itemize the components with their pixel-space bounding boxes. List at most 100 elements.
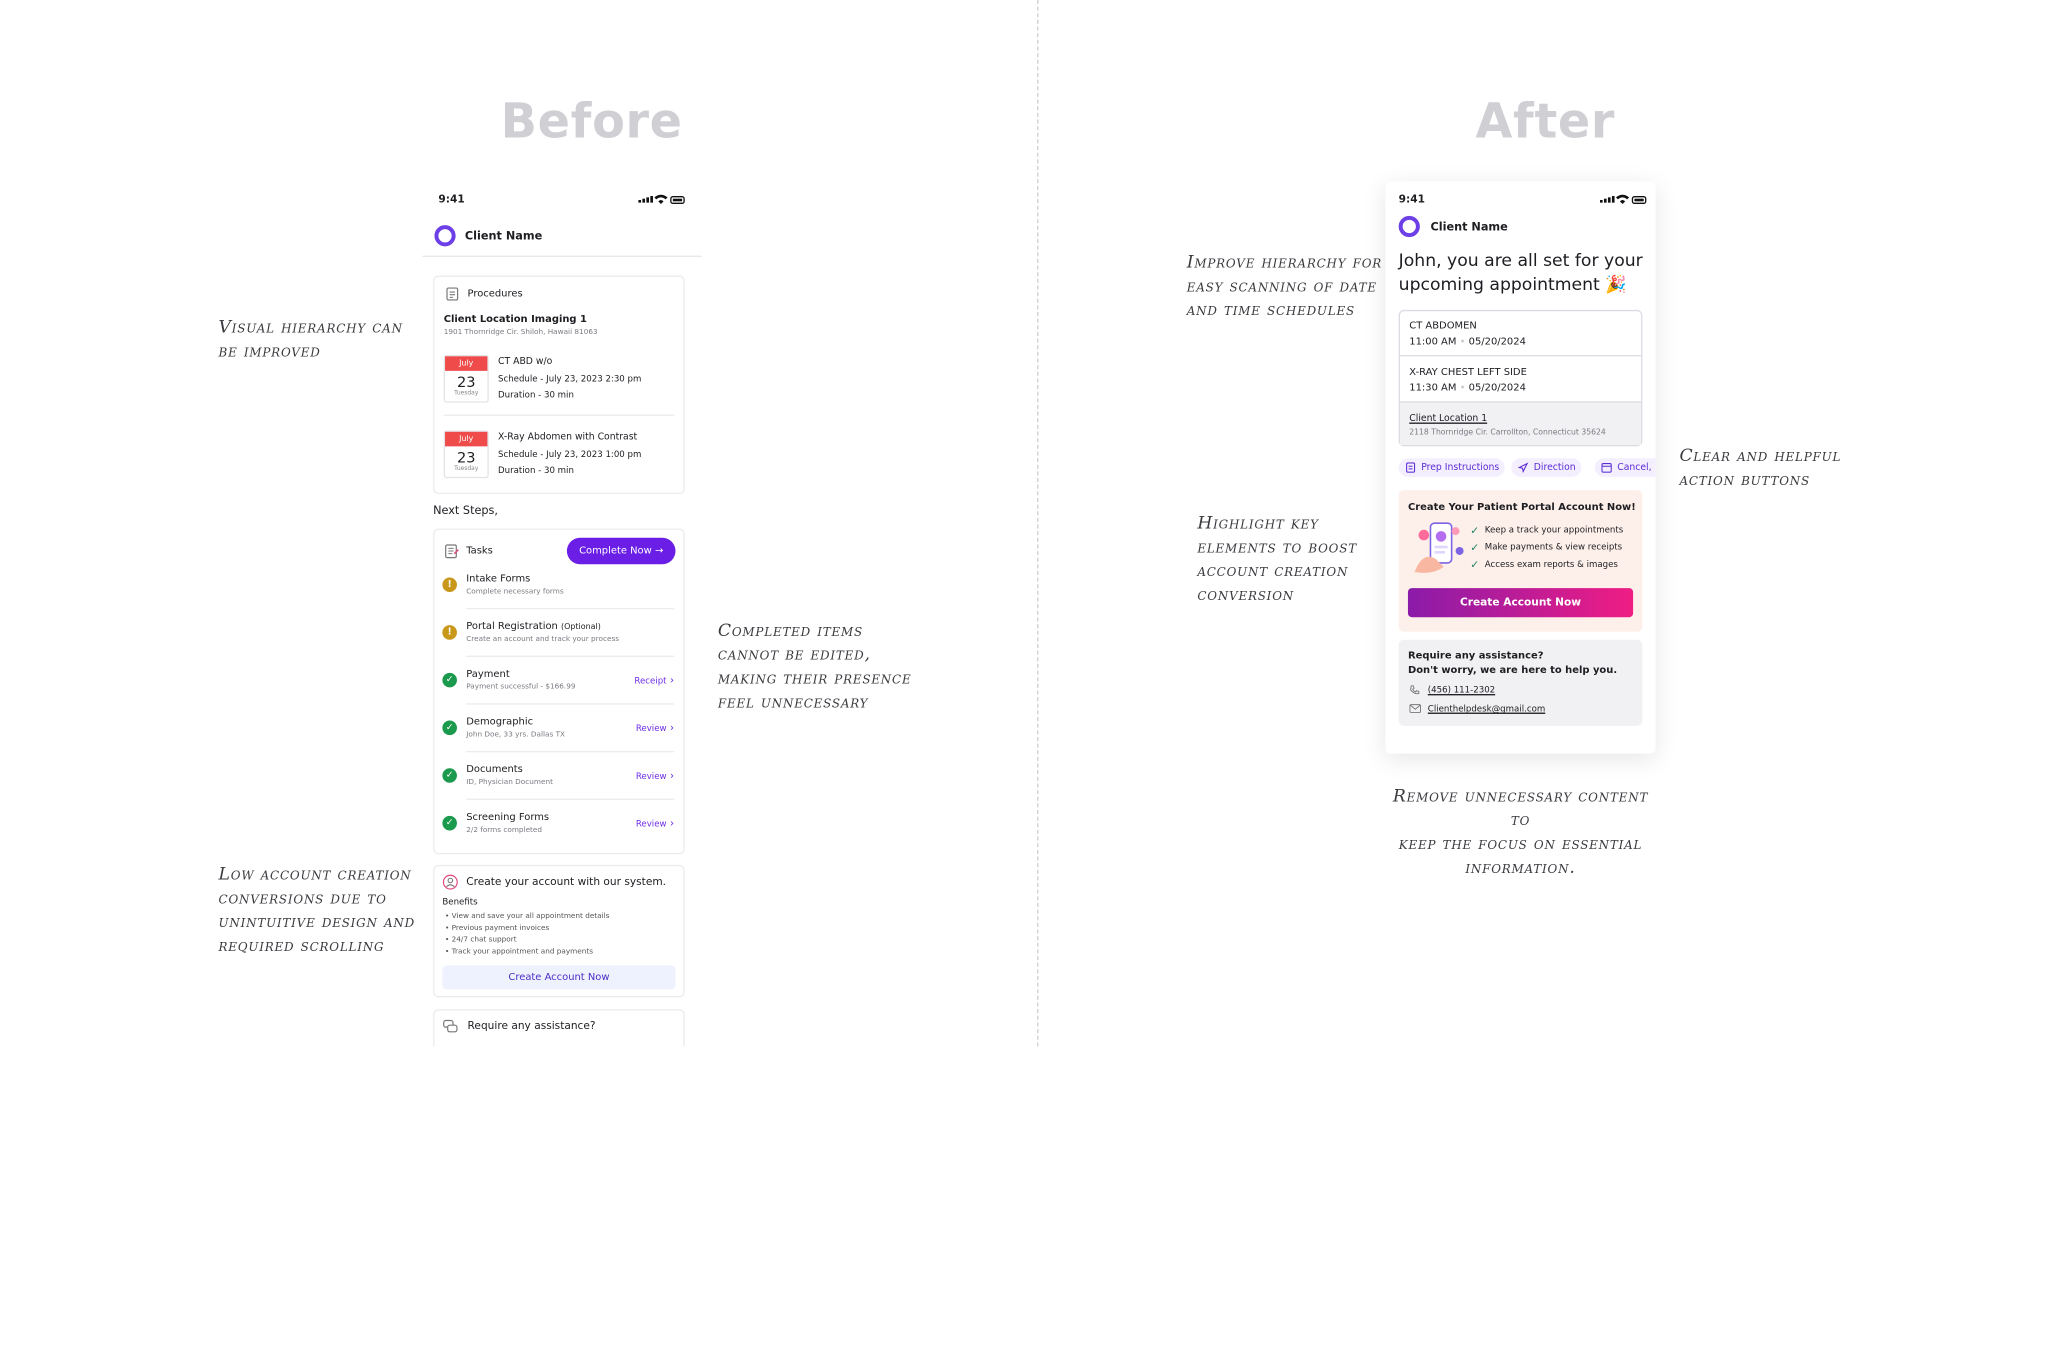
create-account-card: Create your account with our system. Ben… xyxy=(433,864,685,998)
tasks-title: Tasks xyxy=(466,544,493,557)
client-name: Client Name xyxy=(464,230,543,244)
calendar-date-icon: July 23 Tuesday xyxy=(443,430,489,479)
signal-icon xyxy=(1599,196,1615,203)
procedure-address: 1901 Thornridge Cir. Shiloh, Hawaii 8106… xyxy=(443,328,598,337)
task-list-icon xyxy=(445,544,459,559)
procedures-title: Procedures xyxy=(467,287,523,300)
task-review-link[interactable]: Review › xyxy=(635,721,675,734)
section-divider xyxy=(1037,0,1039,1047)
portal-benefit: Access exam reports & images xyxy=(1484,558,1618,570)
navigation-icon xyxy=(1517,462,1529,473)
task-subtitle: Complete necessary forms xyxy=(466,588,564,597)
task-subtitle: 2/2 forms completed xyxy=(466,826,543,835)
next-steps-label: Next Steps, xyxy=(433,504,499,518)
location-section: Client Location 1 2118 Thornridge Cir. C… xyxy=(1399,401,1642,446)
help-phone-link[interactable]: (456) 111-2302 xyxy=(1427,684,1496,696)
status-bar: 9:41 xyxy=(423,181,702,218)
client-logo xyxy=(434,225,456,247)
client-logo xyxy=(1398,215,1420,238)
status-bar: 9:41 xyxy=(1385,181,1655,218)
help-card: Require any assistance? Don't worry, we … xyxy=(1398,639,1643,726)
task-divider xyxy=(466,655,675,657)
status-time: 9:41 xyxy=(1398,193,1426,206)
task-title: Intake Forms xyxy=(466,572,531,585)
task-title: Payment xyxy=(466,667,510,680)
task-title: Documents xyxy=(466,762,523,775)
task-subtitle: John Doe, 33 yrs. Dallas TX xyxy=(466,731,566,740)
appointments-card: CT ABDOMEN 11:00 AM • 05/20/2024 X-RAY C… xyxy=(1398,309,1643,447)
chevron-right-icon: › xyxy=(666,769,675,782)
check-circle-icon: ✓ xyxy=(442,768,457,783)
assistance-card: Require any assistance? xyxy=(433,1009,685,1047)
check-icon: ✓ xyxy=(1470,541,1480,554)
appointment-datetime: 11:00 AM • 05/20/2024 xyxy=(1409,335,1526,348)
header-divider xyxy=(422,255,702,257)
calendar-cancel-icon xyxy=(1601,463,1612,473)
location-name-link[interactable]: Client Location 1 xyxy=(1409,413,1488,424)
prep-instructions-button[interactable]: Prep Instructions xyxy=(1398,458,1506,477)
portal-account-card: Create Your Patient Portal Account Now! … xyxy=(1398,490,1643,632)
procedure-schedule: Schedule - July 23, 2023 2:30 pm xyxy=(498,373,642,385)
task-title: Demographic xyxy=(466,715,534,728)
check-circle-icon: ✓ xyxy=(442,815,457,831)
task-subtitle: Create an account and track your process xyxy=(466,635,620,644)
task-subtitle: Payment successful - $166.99 xyxy=(466,683,576,692)
appointment-divider xyxy=(1399,354,1642,357)
clipboard-icon xyxy=(446,287,459,301)
location-address: 2118 Thornridge Cir. Carrollton, Connect… xyxy=(1409,429,1606,438)
portal-illustration xyxy=(1414,522,1464,573)
direction-button[interactable]: Direction xyxy=(1511,458,1582,477)
procedure-divider xyxy=(443,414,675,416)
phone-icon xyxy=(1410,685,1420,695)
after-phone-screen: 9:41 Client Name John, you are all set f… xyxy=(1385,181,1656,754)
help-email-link[interactable]: Clienthelpdesk@gmail.com xyxy=(1427,703,1546,714)
status-time: 9:41 xyxy=(438,193,465,206)
create-account-button[interactable]: Create Account Now xyxy=(1407,588,1634,618)
battery-icon xyxy=(1631,196,1647,204)
portal-benefit: Keep a track your appointments xyxy=(1484,524,1624,536)
procedure-name: CT ABD w/o xyxy=(498,356,553,367)
task-divider xyxy=(466,607,675,610)
appointment-datetime: 11:30 AM • 05/20/2024 xyxy=(1409,381,1526,394)
wifi-icon xyxy=(1615,194,1630,204)
task-receipt-link[interactable]: Receipt › xyxy=(634,674,675,687)
wifi-icon xyxy=(654,194,668,204)
check-circle-icon: ✓ xyxy=(442,720,457,736)
pending-clock-icon: ! xyxy=(442,577,457,593)
cancel-button[interactable]: Cancel, xyxy=(1594,458,1656,477)
portal-title: Create Your Patient Portal Account Now! xyxy=(1407,500,1636,513)
create-account-title: Create your account with our system. xyxy=(466,875,667,888)
calendar-date-icon: July 23 Tuesday xyxy=(443,354,489,403)
task-review-link[interactable]: Review › xyxy=(635,769,675,782)
procedures-card: Procedures Client Location Imaging 1 190… xyxy=(433,275,685,495)
before-phone-screen: 9:41 Client Name Procedures Client Locat… xyxy=(422,181,702,1047)
arrow-right-icon: → xyxy=(654,544,664,557)
task-review-link[interactable]: Review › xyxy=(635,817,675,830)
assistance-title: Require any assistance? xyxy=(467,1019,596,1032)
benefits-list: • View and save your all appointment det… xyxy=(445,911,609,959)
document-icon xyxy=(1406,462,1416,473)
list-item: • View and save your all appointment det… xyxy=(445,912,610,921)
task-title: Screening Forms xyxy=(466,810,550,823)
task-divider xyxy=(466,703,675,705)
chevron-right-icon: › xyxy=(666,674,675,687)
procedure-schedule: Schedule - July 23, 2023 1:00 pm xyxy=(498,449,642,460)
email-icon xyxy=(1409,704,1421,714)
check-icon: ✓ xyxy=(1470,524,1480,537)
complete-now-button[interactable]: Complete Now → xyxy=(566,537,676,565)
pending-clock-icon: ! xyxy=(442,625,457,640)
battery-icon xyxy=(670,196,685,204)
list-item: • Track your appointment and payments xyxy=(445,948,594,957)
task-divider xyxy=(466,750,675,753)
chevron-right-icon: › xyxy=(666,817,675,830)
client-name: Client Name xyxy=(1430,221,1508,235)
check-circle-icon: ✓ xyxy=(442,672,457,688)
benefits-label: Benefits xyxy=(442,896,478,908)
create-account-button[interactable]: Create Account Now xyxy=(442,965,676,990)
